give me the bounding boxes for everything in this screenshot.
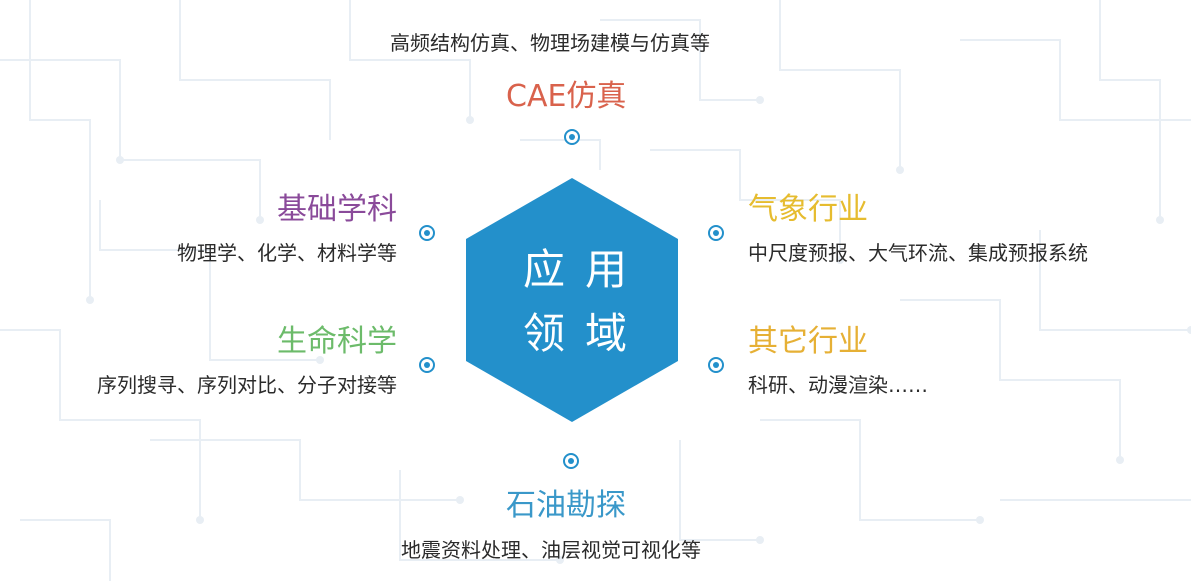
weather-industry-description: 中尺度预报、大气环流、集成预报系统: [748, 241, 1088, 265]
life-science-title: 生命科学: [277, 324, 397, 359]
node-dot-cae: [564, 129, 580, 145]
center-hexagon: [466, 178, 678, 422]
cae-description: 高频结构仿真、物理场建模与仿真等: [390, 31, 710, 55]
node-dot-other: [708, 357, 724, 373]
center-label-line2: 领域: [523, 309, 648, 358]
basic-subjects-title: 基础学科: [277, 192, 397, 227]
other-industry-description: 科研、动漫渲染……: [748, 373, 928, 397]
basic-subjects-description: 物理学、化学、材料学等: [177, 241, 397, 265]
petroleum-exploration-title: 石油勘探: [506, 488, 626, 523]
center-label-line1: 应用: [523, 245, 648, 294]
node-dot-petroleum: [563, 453, 579, 469]
cae-title: CAE仿真: [506, 79, 627, 114]
life-science-description: 序列搜寻、序列对比、分子对接等: [97, 373, 397, 397]
petroleum-exploration-description: 地震资料处理、油层视觉可视化等: [401, 538, 701, 562]
node-dot-life: [419, 357, 435, 373]
other-industry-title: 其它行业: [748, 324, 868, 359]
node-dot-weather: [708, 225, 724, 241]
node-dot-basic: [419, 225, 435, 241]
weather-industry-title: 气象行业: [748, 192, 868, 227]
